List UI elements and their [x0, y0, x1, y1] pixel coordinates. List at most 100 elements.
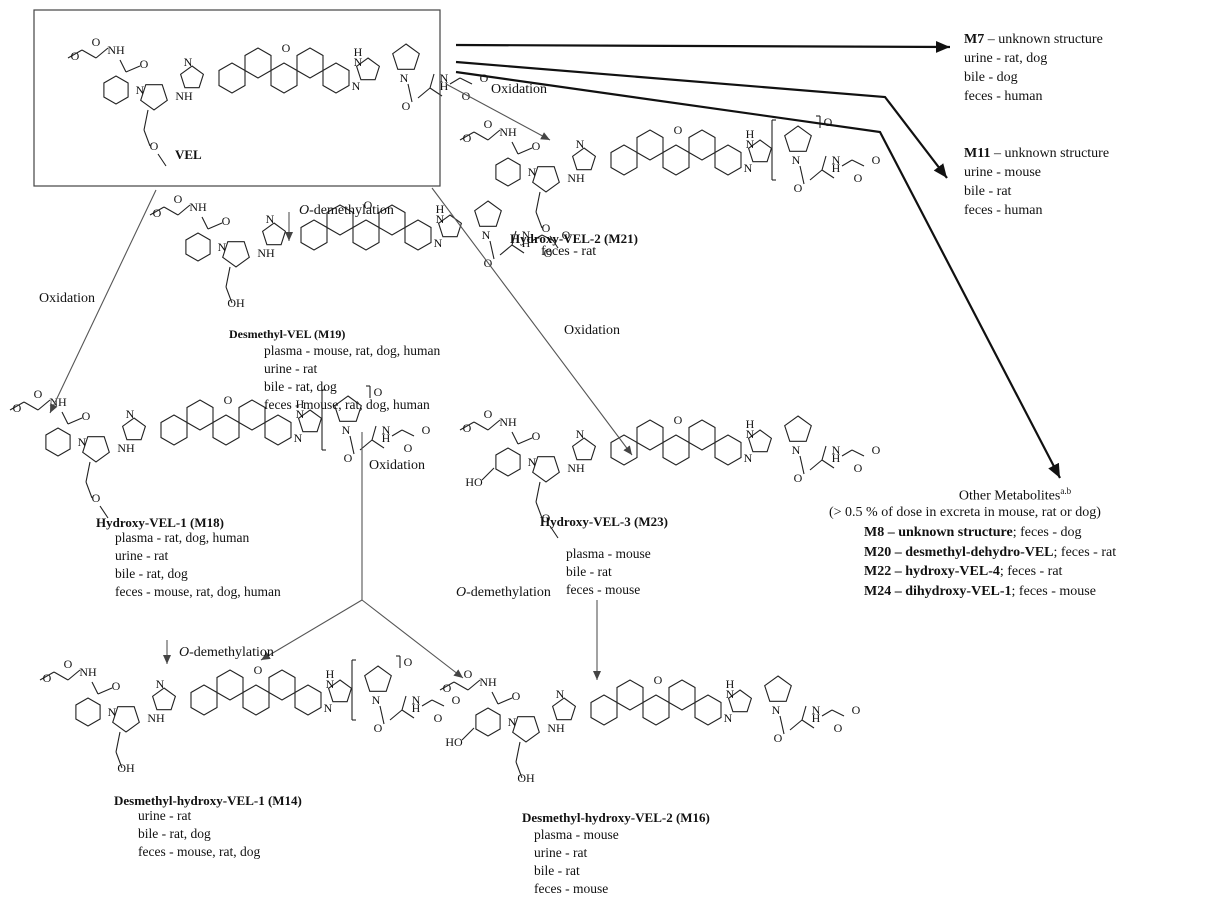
svg-text:O: O: [854, 461, 863, 475]
svg-text:O: O: [872, 443, 881, 457]
svg-text:O: O: [64, 657, 73, 671]
svg-text:O: O: [92, 491, 101, 505]
svg-text:H: H: [440, 79, 449, 93]
svg-text:N: N: [556, 687, 565, 701]
m21-species: feces - rat: [541, 242, 596, 261]
m14-line: feces - mouse, rat, dog: [138, 844, 261, 859]
svg-text:N: N: [342, 423, 351, 437]
m11-line: feces - human: [964, 203, 1043, 218]
arrow-vel-to-other: [455, 70, 1061, 479]
pathway-arrows: [49, 40, 1061, 680]
svg-text:N: N: [434, 236, 443, 250]
edge-label-oxidation-m19: Oxidation: [369, 458, 425, 473]
svg-text:O: O: [794, 471, 803, 485]
svg-text:OH: OH: [227, 296, 245, 310]
svg-text:N: N: [746, 137, 755, 151]
svg-text:N: N: [508, 715, 517, 729]
svg-text:H: H: [522, 236, 531, 250]
svg-text:H: H: [326, 667, 335, 681]
svg-text:NH: NH: [117, 441, 135, 455]
svg-text:O: O: [112, 679, 121, 693]
svg-text:O: O: [794, 181, 803, 195]
m11-line: bile - rat: [964, 184, 1012, 199]
svg-text:O: O: [654, 673, 663, 687]
edge-label-oxidation-m18: Oxidation: [39, 291, 95, 306]
m19-line: plasma - mouse, rat, dog, human: [264, 343, 441, 358]
svg-text:O: O: [34, 387, 43, 401]
svg-text:O: O: [404, 441, 413, 455]
m18-line: urine - rat: [115, 548, 169, 563]
svg-text:O: O: [872, 153, 881, 167]
svg-text:HO: HO: [445, 735, 463, 749]
svg-text:OH: OH: [517, 771, 535, 785]
svg-text:O: O: [402, 99, 411, 113]
svg-text:N: N: [576, 137, 585, 151]
compound-name-m23: Hydroxy-VEL-3 (M23): [540, 514, 668, 529]
svg-text:H: H: [812, 711, 821, 725]
svg-text:H: H: [412, 701, 421, 715]
svg-text:N: N: [326, 677, 335, 691]
svg-text:N: N: [108, 705, 117, 719]
m23-species: plasma - mouse bile - rat feces - mouse: [566, 545, 651, 599]
other-item: M22 – hydroxy-VEL-4; feces - rat: [864, 564, 1063, 579]
compound-name-m21: Hydroxy-VEL-2 (M21): [510, 231, 638, 246]
svg-text:N: N: [576, 427, 585, 441]
m11-line: urine - mouse: [964, 165, 1041, 180]
svg-text:O: O: [153, 206, 162, 220]
other-item: M20 – desmethyl-dehydro-VEL; feces - rat: [864, 544, 1117, 560]
svg-text:NH: NH: [147, 711, 165, 725]
m16-line: urine - rat: [534, 845, 588, 860]
m18-line: plasma - rat, dog, human: [115, 530, 250, 545]
compound-name-m19: Desmethyl-VEL (M19): [229, 327, 345, 341]
svg-text:O: O: [434, 711, 443, 725]
m19-line: bile - rat, dog: [264, 379, 337, 394]
svg-text:NH: NH: [499, 415, 517, 429]
svg-text:O: O: [484, 407, 493, 421]
svg-text:O: O: [542, 221, 551, 235]
svg-text:O: O: [674, 413, 683, 427]
svg-text:N: N: [812, 703, 821, 717]
m7-title: M7 – unknown structure: [964, 30, 1103, 49]
svg-text:H: H: [436, 202, 445, 216]
svg-text:O: O: [374, 385, 383, 399]
svg-text:O: O: [254, 663, 263, 677]
svg-text:O: O: [374, 721, 383, 735]
arrow-vel-to-m18: [49, 189, 157, 414]
svg-text:N: N: [372, 693, 381, 707]
svg-text:N: N: [136, 83, 145, 97]
arrow-vel-to-m21: [445, 83, 551, 141]
svg-text:O: O: [674, 123, 683, 137]
svg-text:N: N: [412, 693, 421, 707]
svg-text:N: N: [744, 451, 753, 465]
compound-name-m14: Desmethyl-hydroxy-VEL-1 (M14): [114, 793, 302, 808]
vel-box: [33, 9, 441, 187]
svg-text:O: O: [480, 71, 489, 85]
other-title-text: Other Metabolites: [958, 488, 1061, 504]
m11-id: M11: [964, 146, 991, 161]
svg-text:N: N: [440, 71, 449, 85]
m19-line: feces - mouse, rat, dog, human: [264, 397, 430, 412]
svg-text:NH: NH: [499, 125, 517, 139]
svg-text:NH: NH: [547, 721, 565, 735]
svg-text:H: H: [832, 451, 841, 465]
svg-text:O: O: [463, 131, 472, 145]
svg-text:N: N: [724, 711, 733, 725]
svg-text:N: N: [832, 153, 841, 167]
svg-text:N: N: [528, 165, 537, 179]
m18-species: plasma - rat, dog, human urine - rat bil…: [115, 529, 281, 601]
edge-label-odemethylation-m23: O-demethylation: [456, 585, 551, 600]
svg-text:O: O: [462, 89, 471, 103]
compound-name-m18: Hydroxy-VEL-1 (M18): [96, 515, 224, 530]
svg-text:O: O: [82, 409, 91, 423]
svg-text:N: N: [78, 435, 87, 449]
svg-text:O: O: [532, 139, 541, 153]
svg-text:O: O: [854, 171, 863, 185]
svg-text:O: O: [834, 721, 843, 735]
svg-text:H: H: [832, 161, 841, 175]
svg-text:NH: NH: [189, 200, 207, 214]
svg-text:H: H: [296, 397, 305, 411]
